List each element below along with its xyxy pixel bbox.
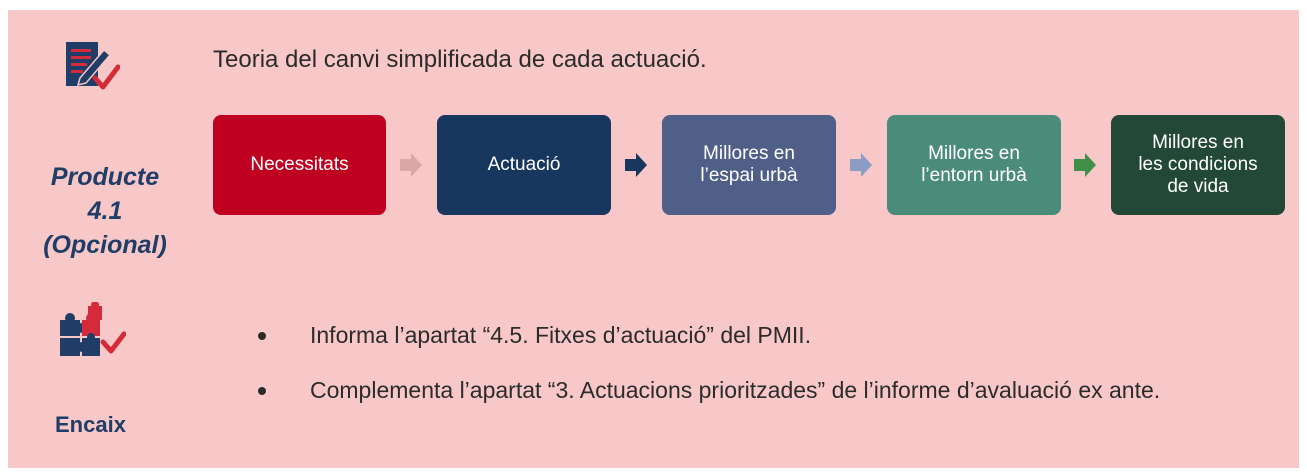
bullet-list: Informa l’apartat “4.5. Fitxes d’actuaci… [258,319,1258,407]
bullet-dot-icon [258,387,266,395]
product-label-line-3: (Opcional) [43,231,167,259]
content-panel [8,10,1299,468]
product-label-line-2: 4.1 [87,197,123,225]
bullet-dot-icon [258,332,266,340]
product-label: Producte 4.1 (Opcional) [30,160,180,262]
flow-arrow-2 [625,153,647,177]
bullet-item: Informa l’apartat “4.5. Fitxes d’actuaci… [258,319,1258,352]
flow-box-necessitats: Necessitats [213,115,386,215]
document-check-icon [66,42,120,90]
flow-box-entorn-urba: Millores en l’entorn urbà [887,115,1061,215]
flow-arrow-1 [400,153,422,177]
flow-box-espai-urba: Millores en l’espai urbà [662,115,836,215]
encaix-label: Encaix [55,412,126,437]
flow-arrow-3 [850,153,872,177]
puzzle-check-icon [60,302,126,356]
bullet-item: Complementa l’apartat “3. Actuacions pri… [258,374,1258,407]
flow-arrow-4 [1074,153,1096,177]
product-label-line-1: Producte [50,163,160,191]
flow-heading: Teoria del canvi simplificada de cada ac… [213,46,707,73]
bullet-text: Informa l’apartat “4.5. Fitxes d’actuaci… [310,322,812,348]
flow-box-condicions-vida: Millores en les condicions de vida [1111,115,1285,215]
bullet-text: Complementa l’apartat “3. Actuacions pri… [310,377,1161,403]
flow-box-actuacio: Actuació [437,115,611,215]
